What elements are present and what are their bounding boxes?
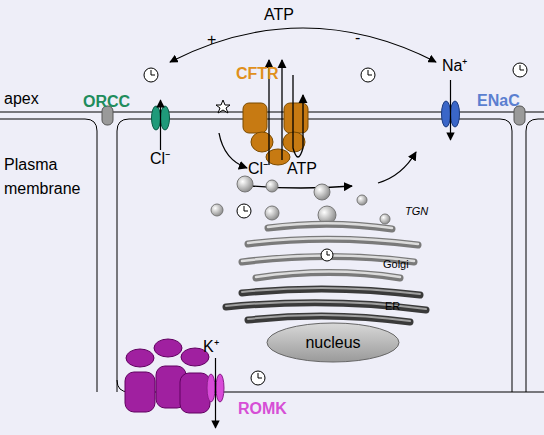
- cftr-channel: [283, 132, 305, 152]
- golgi: [268, 224, 392, 229]
- orcc-channel: [161, 106, 170, 130]
- vesicle: [357, 195, 367, 205]
- romk-channel: [216, 374, 224, 402]
- atp-label: ATP: [287, 160, 317, 178]
- cftr-channel: [243, 103, 308, 165]
- romk-channel: [126, 349, 154, 367]
- vesicle: [266, 180, 278, 192]
- clock-icon: [251, 371, 265, 385]
- vesicle: [314, 184, 330, 200]
- clock-icon: [361, 68, 375, 82]
- endoplasmic-reticulum: [226, 288, 426, 322]
- regulation-star: [216, 100, 230, 113]
- nucleus-ellipse: nucleus: [266, 322, 400, 363]
- endoplasmic-reticulum: [248, 316, 410, 322]
- golgi: [242, 223, 418, 278]
- golgi: [268, 223, 392, 228]
- membrane: [117, 119, 512, 392]
- endoplasmic-reticulum: [242, 289, 420, 295]
- channel-name: ORCC: [83, 93, 130, 111]
- orcc-channel: [152, 100, 170, 150]
- romk-channel: [125, 372, 155, 412]
- vesicle: [265, 206, 279, 220]
- vesicle: [237, 176, 253, 192]
- minus-sign: -: [355, 29, 360, 47]
- organelle-label: TGN: [405, 205, 428, 217]
- golgi: [248, 238, 418, 244]
- atp-regulation-arrow: [170, 28, 436, 62]
- clock-icon: [513, 63, 527, 77]
- endoplasmic-reticulum: [248, 315, 410, 321]
- orcc-channel: [160, 100, 161, 150]
- golgi: [256, 273, 400, 279]
- orcc-channel: [152, 106, 161, 130]
- endoplasmic-reticulum: [226, 289, 426, 322]
- vesicle: [380, 214, 390, 224]
- endoplasmic-reticulum: [242, 288, 420, 294]
- atp-label: ATP: [264, 6, 294, 24]
- clock-icon: [327, 251, 330, 255]
- channel-name: ROMK: [238, 400, 287, 418]
- clock-icon: [144, 63, 527, 385]
- clock-icon: [258, 373, 262, 378]
- organelle-label: Golgi: [383, 258, 409, 270]
- clock-icon: [520, 65, 524, 70]
- romk-channel: [125, 339, 224, 428]
- endoplasmic-reticulum: [226, 288, 426, 321]
- cftr-channel: [243, 103, 267, 133]
- membrane: [0, 112, 544, 113]
- channel-name: ENaC: [477, 92, 520, 110]
- golgi: [242, 224, 418, 278]
- clock-icon: [368, 70, 372, 75]
- vesicle: [211, 204, 223, 216]
- membrane: [0, 119, 97, 392]
- enac-channel: [442, 101, 451, 127]
- membrane: [0, 112, 544, 392]
- clock-icon: [151, 70, 155, 75]
- channel-name: CFTR: [236, 65, 279, 83]
- membrane: [526, 119, 544, 392]
- enac-channel: [451, 101, 460, 127]
- clock-icon: [321, 249, 333, 261]
- region-label: Plasma membrane: [4, 153, 84, 201]
- organelle-label: ER: [385, 300, 400, 312]
- clock-icon: [237, 204, 251, 218]
- node-text-wrap: nucleus: [266, 322, 400, 363]
- enac-channel: [450, 80, 451, 140]
- regulation-star: [216, 100, 230, 113]
- nucleus-outline: [267, 323, 399, 362]
- ion-label: K⁺: [203, 338, 219, 356]
- region-label: apex: [4, 90, 39, 108]
- cftr-channel: [284, 103, 308, 133]
- enac-channel: [442, 80, 460, 140]
- plus-sign: +: [207, 31, 216, 49]
- romk-channel: [154, 339, 182, 357]
- cftr-arrows: [281, 60, 282, 160]
- cftr-arrows: [293, 75, 303, 157]
- clock-icon: [144, 68, 158, 82]
- trafficking-arrows: [378, 152, 416, 183]
- ion-label: Cl⁻: [248, 160, 268, 178]
- trafficking-arrows: [219, 133, 247, 168]
- vesicle: [211, 176, 390, 224]
- ion-label: Cl⁻: [150, 150, 170, 168]
- romk-channel: [180, 373, 210, 413]
- ion-label: Na⁺: [442, 57, 467, 75]
- golgi: [242, 223, 418, 277]
- cftr-channel: [251, 132, 273, 152]
- atp-regulation-arrow: [170, 28, 436, 62]
- romk-channel: [207, 374, 215, 402]
- romk-channel: [215, 358, 216, 428]
- clock-icon: [244, 206, 248, 211]
- node-text: nucleus: [305, 334, 360, 352]
- golgi: [256, 272, 400, 278]
- golgi: [248, 239, 418, 245]
